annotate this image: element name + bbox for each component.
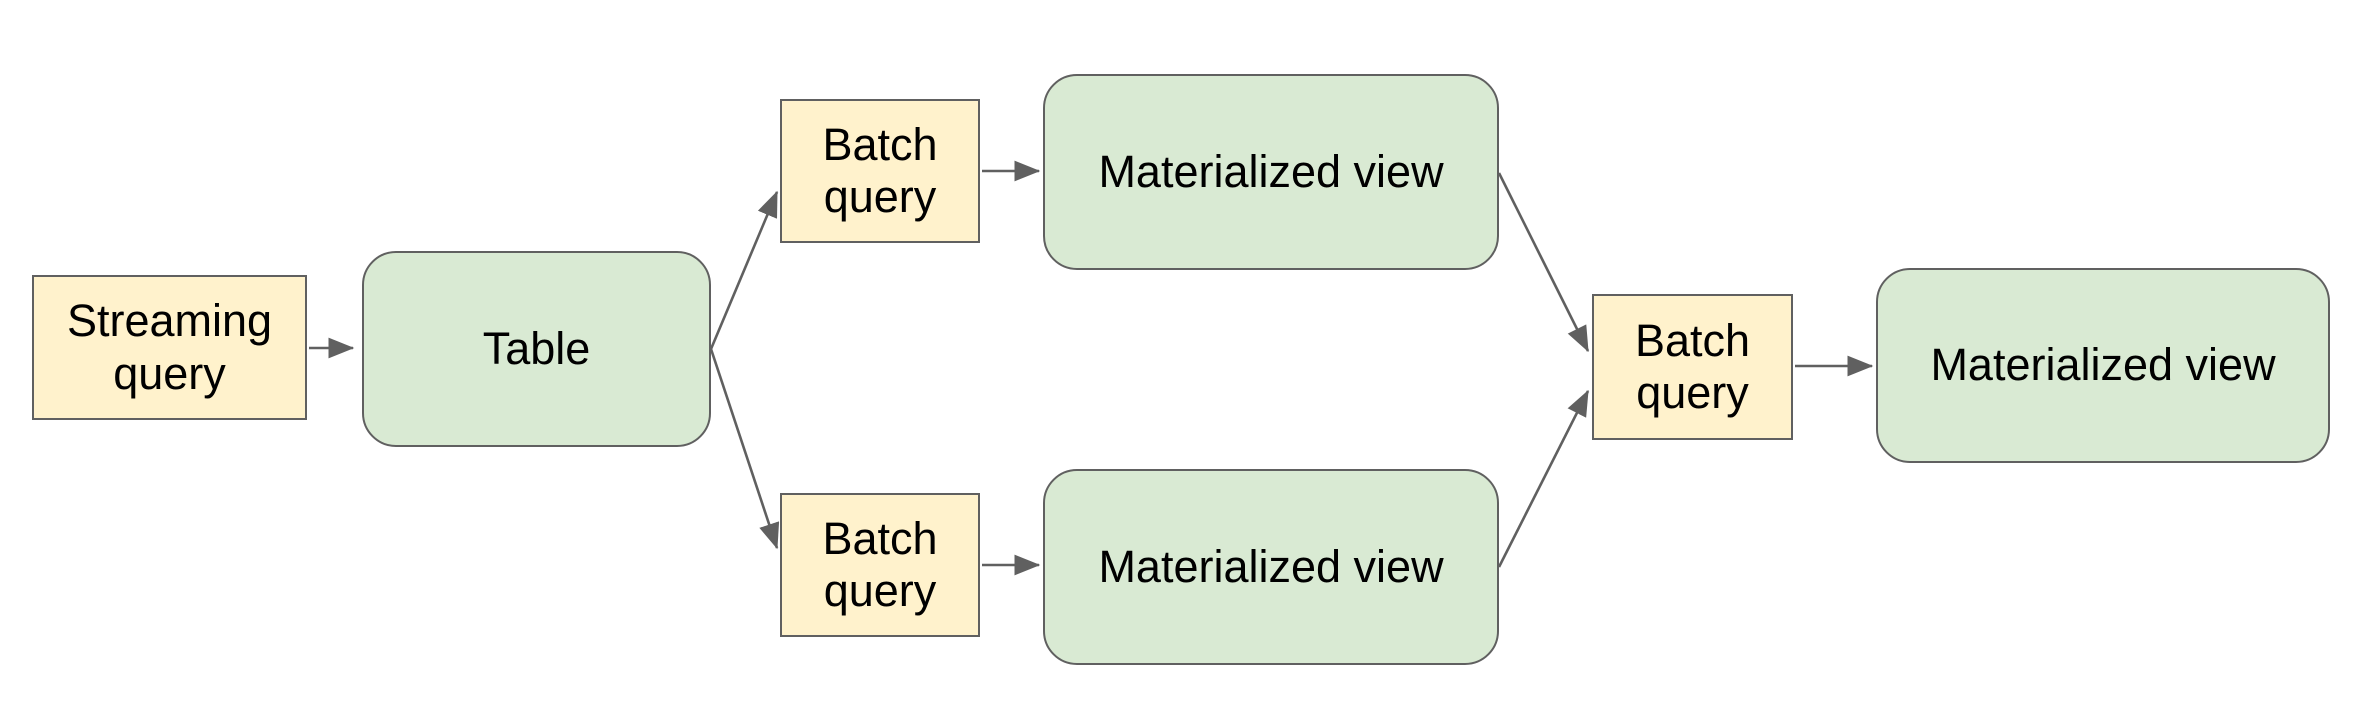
node-batch-query-right: Batch query bbox=[1592, 294, 1793, 440]
node-table-label: Table bbox=[482, 322, 591, 374]
node-streaming-query: Streaming query bbox=[32, 275, 307, 420]
edge-table-to-batch-query-top bbox=[709, 190, 779, 350]
node-materialized-view-bottom-label: Materialized view bbox=[1098, 540, 1444, 592]
node-materialized-view-top: Materialized view bbox=[1043, 74, 1499, 270]
node-batch-query-right-label: Batch query bbox=[1634, 314, 1751, 418]
edge-mat-view-bottom-to-batch-query-right bbox=[1497, 389, 1590, 568]
node-materialized-view-top-label: Materialized view bbox=[1098, 145, 1444, 197]
node-materialized-view-right-label: Materialized view bbox=[1930, 339, 2276, 391]
node-batch-query-bottom-label: Batch query bbox=[822, 512, 938, 616]
node-batch-query-bottom: Batch query bbox=[780, 493, 980, 637]
node-batch-query-top: Batch query bbox=[780, 99, 980, 243]
node-batch-query-top-label: Batch query bbox=[822, 118, 938, 222]
edge-mat-view-top-to-batch-query-right bbox=[1497, 172, 1590, 353]
node-streaming-query-label: Streaming query bbox=[66, 295, 273, 399]
node-materialized-view-right: Materialized view bbox=[1876, 268, 2330, 463]
edge-table-to-batch-query-bottom bbox=[709, 348, 780, 550]
node-table: Table bbox=[362, 251, 711, 447]
node-materialized-view-bottom: Materialized view bbox=[1043, 469, 1499, 665]
